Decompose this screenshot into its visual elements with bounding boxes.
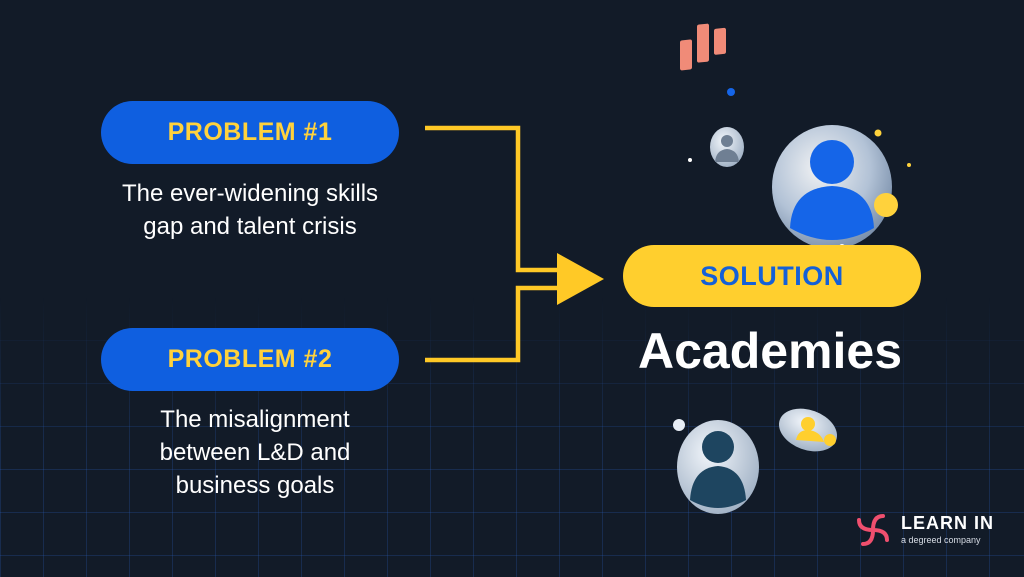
brand-name: LEARN IN (901, 513, 994, 533)
bar-chart-icon (680, 23, 735, 96)
sparkle-dot (907, 163, 911, 167)
problem1-desc-line1: The ever-widening skills (121, 180, 379, 207)
yellow-avatar-icon (778, 408, 838, 452)
lower-avatar-icon (673, 419, 759, 514)
problem2-description: The misalignment between L&D and busines… (90, 403, 420, 502)
solution-pill: SOLUTION (623, 245, 921, 307)
pinwheel-logo-icon (857, 514, 889, 546)
brand-tagline: a degreed company (901, 535, 981, 545)
arrow-head (557, 253, 604, 305)
problem2-desc-line2: between L&D and (159, 439, 351, 466)
problem1-pill: PROBLEM #1 (101, 101, 399, 164)
problem1-desc-line2: gap and talent crisis (143, 213, 357, 240)
problem2-pill: PROBLEM #2 (101, 328, 399, 391)
problem2-desc-line3: business goals (175, 472, 335, 499)
connector-line-problem1 (425, 125, 560, 273)
problem1-description: The ever-widening skills gap and talent … (80, 177, 420, 243)
solution-title: Academies (637, 323, 903, 379)
problem1-label: PROBLEM #1 (167, 118, 333, 146)
connector-line-problem2 (425, 285, 560, 363)
large-avatar-icon (772, 125, 898, 250)
problem2-label: PROBLEM #2 (167, 345, 333, 373)
learn-in-logo: LEARN IN a degreed company (853, 510, 993, 550)
problem2-desc-line1: The misalignment (160, 406, 350, 433)
solution-label: SOLUTION (700, 260, 844, 291)
small-avatar-icon (688, 127, 744, 167)
